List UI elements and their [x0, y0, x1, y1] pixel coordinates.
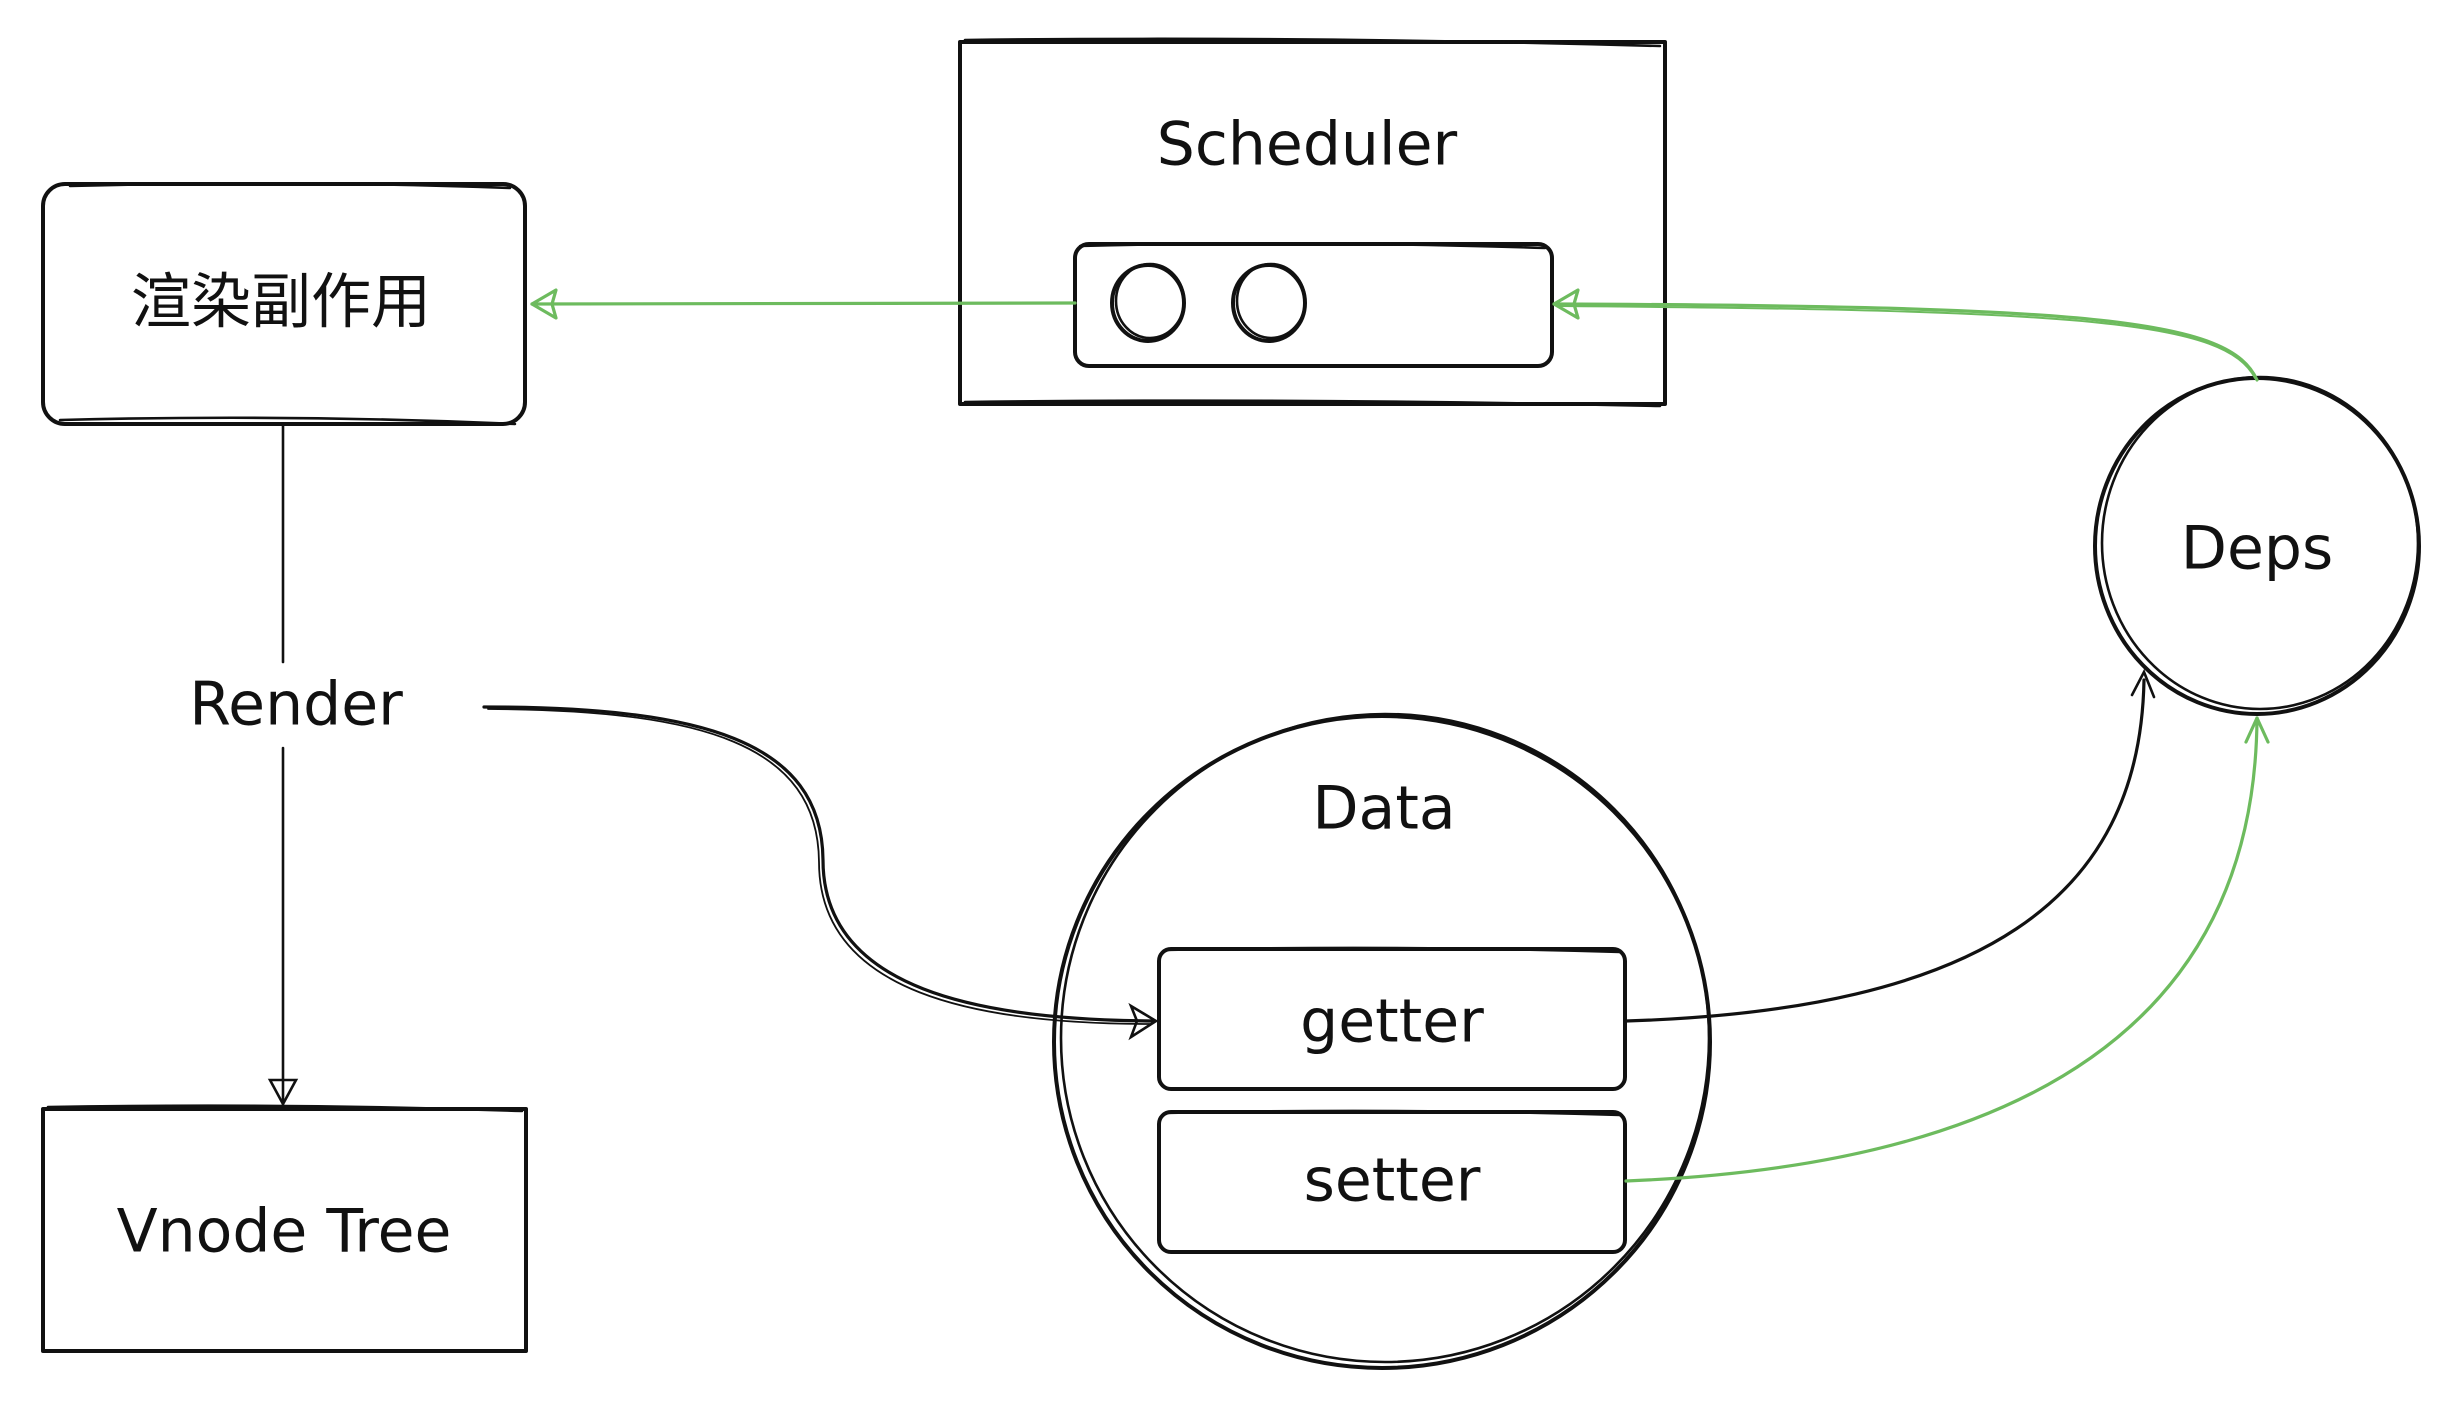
edge-line	[1624, 678, 2146, 1023]
edge-queue-to-render-effect	[530, 288, 1077, 320]
vnode-tree-label: Vnode Tree	[117, 1197, 452, 1267]
vnode-tree-node[interactable]: Vnode Tree	[41, 1104, 528, 1353]
setter-label: setter	[1304, 1146, 1481, 1216]
edge-deps-to-queue	[1552, 288, 2259, 382]
edge-line	[1624, 716, 2259, 1183]
scheduler-node[interactable]: Scheduler	[958, 37, 1667, 408]
arrowhead-down-icon	[267, 1078, 299, 1107]
data-node[interactable]: Data getter setter	[1052, 712, 1712, 1370]
render-label: Render	[189, 670, 403, 740]
arrowhead-left-icon	[530, 288, 558, 320]
setter-node[interactable]: setter	[1157, 1109, 1627, 1254]
scheduler-label: Scheduler	[1157, 110, 1458, 180]
sketch-stroke	[1114, 262, 1186, 340]
arrowhead-up-icon	[2130, 668, 2156, 699]
edge-setter-to-deps	[1624, 716, 2270, 1183]
sketch-stroke	[1163, 1109, 1622, 1117]
arrowhead-left-icon	[1552, 288, 1580, 320]
getter-node[interactable]: getter	[1157, 946, 1627, 1091]
queue-box	[1073, 242, 1554, 368]
sketch-stroke	[963, 399, 1662, 408]
arrowhead-up-icon	[2244, 716, 2270, 744]
vnode-tree-box	[41, 1107, 528, 1353]
render-effect-node[interactable]: 渲染副作用	[41, 182, 527, 426]
data-label: Data	[1312, 774, 1455, 844]
scheduler-box	[958, 40, 1667, 406]
deps-node[interactable]: Deps	[2093, 375, 2421, 716]
edge-line	[482, 705, 1156, 1023]
sketch-stroke	[1235, 262, 1307, 340]
sketch-stroke	[68, 182, 512, 190]
deps-label: Deps	[2181, 514, 2333, 584]
sketch-stroke	[2100, 375, 2420, 711]
sketch-stroke	[1559, 305, 2256, 379]
render-effect-label: 渲染副作用	[131, 268, 431, 338]
edge-line	[530, 301, 1077, 306]
arrowhead-right-icon	[1128, 1002, 1159, 1041]
scheduler-queue	[1073, 242, 1554, 368]
edge-getter-to-deps	[1624, 668, 2156, 1023]
sketch-stroke	[1078, 242, 1547, 250]
sketch-stroke	[963, 37, 1662, 48]
getter-label: getter	[1300, 987, 1484, 1057]
sketch-stroke	[487, 708, 1151, 1025]
sketch-stroke	[1163, 946, 1622, 954]
sketch-stroke	[46, 1104, 524, 1113]
edge-render-to-getter	[482, 705, 1159, 1041]
edge-line	[1552, 302, 2259, 382]
sketch-stroke	[1059, 712, 1711, 1364]
sketch-stroke	[58, 416, 517, 426]
